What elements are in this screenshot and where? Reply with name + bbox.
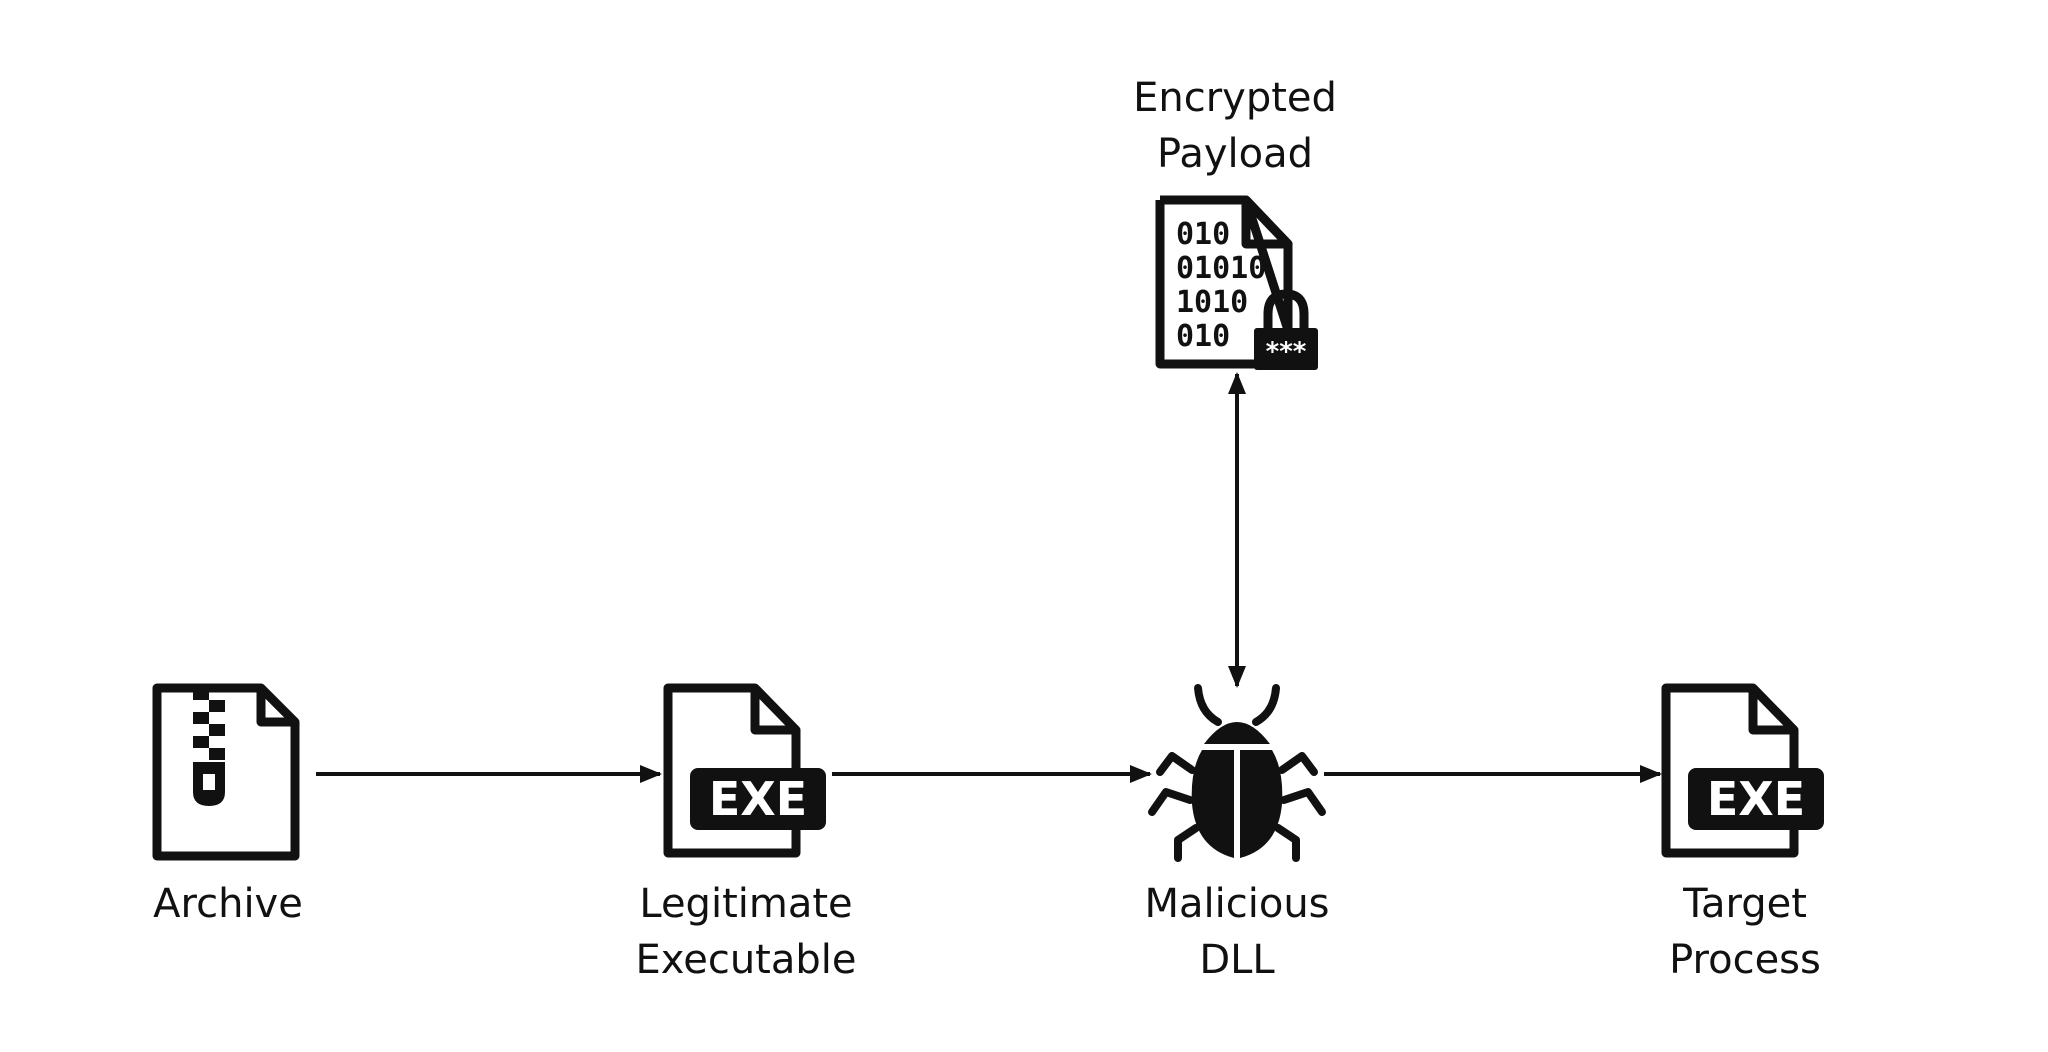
label-line: Executable xyxy=(635,937,857,983)
exe-badge-text: EXE xyxy=(1707,772,1805,826)
node-label-target-process: Target Process xyxy=(1669,876,1821,988)
binary-line: 1010 xyxy=(1176,285,1248,320)
bug-icon xyxy=(1148,684,1326,862)
node-label-archive: Archive xyxy=(153,876,303,932)
label-line: Payload xyxy=(1157,131,1313,177)
exe-badge-text: EXE xyxy=(709,772,807,826)
label-line: Malicious xyxy=(1144,881,1330,927)
label-line: DLL xyxy=(1199,937,1275,983)
node-label-legitimate-executable: Legitimate Executable xyxy=(636,876,857,988)
lock-icon: *** xyxy=(1254,289,1318,370)
node-label-malicious-dll: Malicious DLL xyxy=(1144,876,1329,988)
exe-file-icon: EXE xyxy=(1661,683,1824,858)
label-line: Legitimate xyxy=(639,881,853,927)
binary-line: 010 xyxy=(1176,217,1230,252)
label-line: Archive xyxy=(153,881,303,927)
archive-zip-icon xyxy=(152,683,300,861)
binary-line: 01010 xyxy=(1176,251,1266,286)
encrypted-file-icon: 010 01010 1010 010 *** xyxy=(1155,195,1318,370)
exe-file-icon: EXE xyxy=(663,683,826,858)
label-line: Process xyxy=(1669,937,1821,983)
lock-stars: *** xyxy=(1266,337,1307,367)
binary-line: 010 xyxy=(1176,319,1230,354)
label-line: Target xyxy=(1683,881,1807,927)
node-label-encrypted-payload: Encrypted Payload xyxy=(1133,70,1337,182)
label-line: Encrypted xyxy=(1133,75,1337,121)
